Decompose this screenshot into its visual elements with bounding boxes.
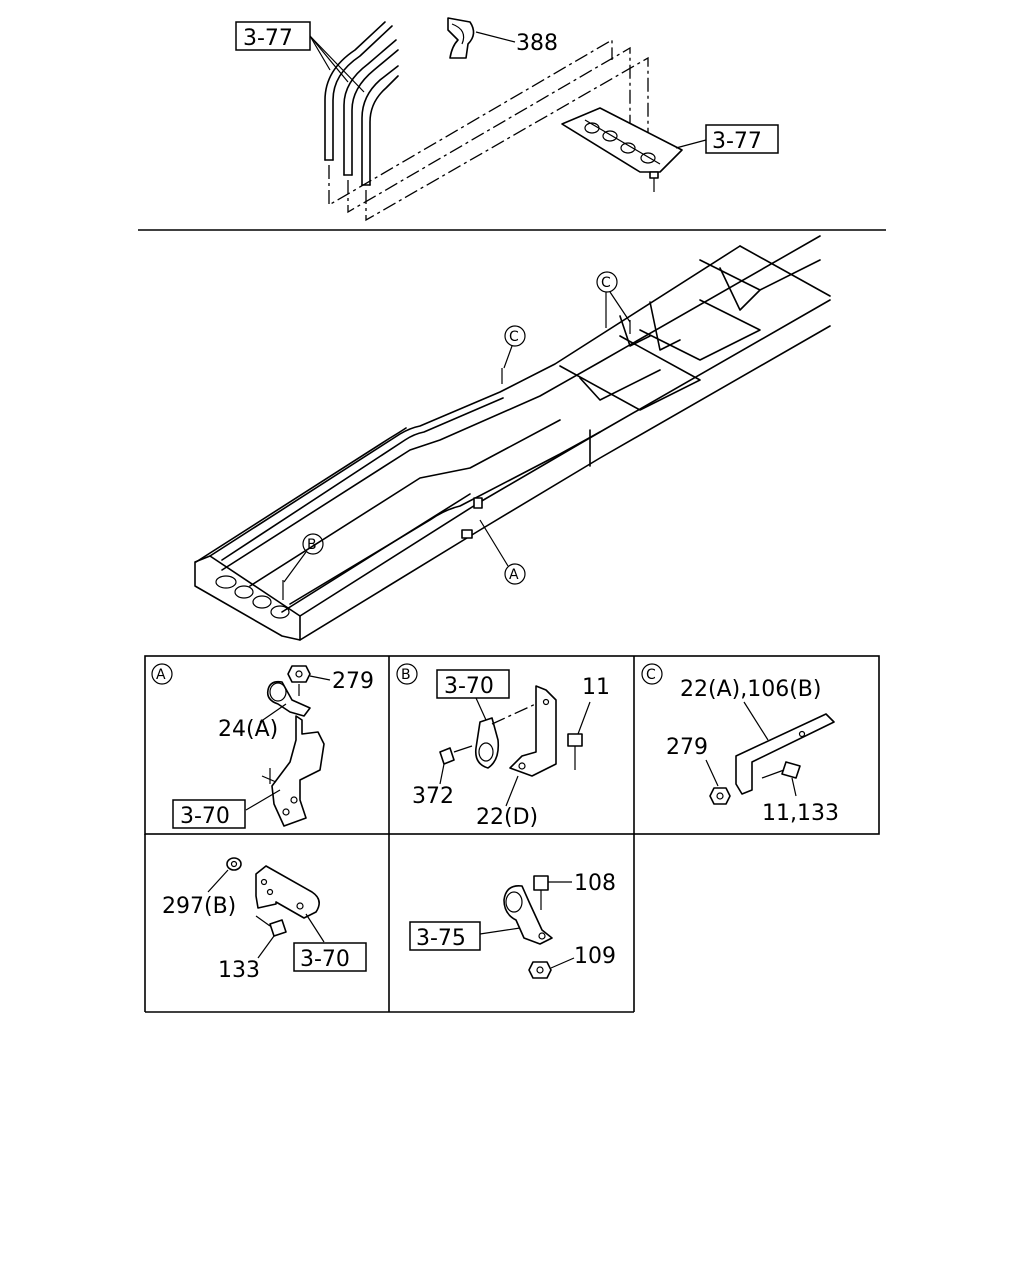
ref-label-3-70-d: 3-70 [300,947,350,972]
frame-marker-a: A [479,519,526,585]
part-label-388: 388 [516,31,558,56]
detail-grid [144,655,880,1013]
detail-d-panel: 297(B) 3-70 133 [162,857,367,983]
detail-e-panel: 108 109 3-75 [409,871,616,979]
marker-a-label: A [509,567,519,583]
ref-label-3-75: 3-75 [416,926,466,951]
ref-label-3-77-left: 3-77 [243,26,293,51]
ref-label-3-70-a: 3-70 [180,804,230,829]
detail-a-panel: A 279 24(A) 3-70 [151,663,374,829]
part-label-133: 133 [218,958,260,983]
detail-b-panel: B 3-70 372 22(D) 11 [396,663,610,830]
marker-b-label: B [307,537,317,553]
part-label-279-c: 279 [666,735,708,760]
part-label-372: 372 [412,784,454,809]
part-label-297b: 297(B) [162,894,236,919]
part-label-22d: 22(D) [476,805,538,830]
marker-c1-label: C [509,329,519,345]
part-label-109: 109 [574,944,616,969]
ref-box-3-77-left: 3-77 [235,21,311,51]
part-label-108: 108 [574,871,616,896]
ref-box-3-77-right: 3-77 [705,124,779,154]
marker-c2-label: C [601,275,611,291]
top-section-pipes [309,21,649,222]
detail-a-marker: A [156,667,166,683]
part-label-279-a: 279 [332,669,374,694]
chassis-frame [194,235,831,641]
ref-label-3-70-b: 3-70 [444,674,494,699]
clip-388: 388 [447,17,558,59]
detail-c-panel: C 22(A),106(B) 279 11,133 [641,663,839,826]
detail-c-marker: C [646,667,656,683]
part-label-22a-106b: 22(A),106(B) [680,677,821,702]
frame-marker-c1: C [503,325,526,369]
part-label-24a: 24(A) [218,717,278,742]
ref-label-3-77-right: 3-77 [712,129,762,154]
part-label-11: 11 [582,675,610,700]
frame-marker-b: B [283,533,324,583]
part-label-11-133: 11,133 [762,801,839,826]
detail-b-marker: B [401,667,411,683]
frame-marker-c2: C [596,271,631,323]
pipe-clamp-plate [561,107,707,192]
